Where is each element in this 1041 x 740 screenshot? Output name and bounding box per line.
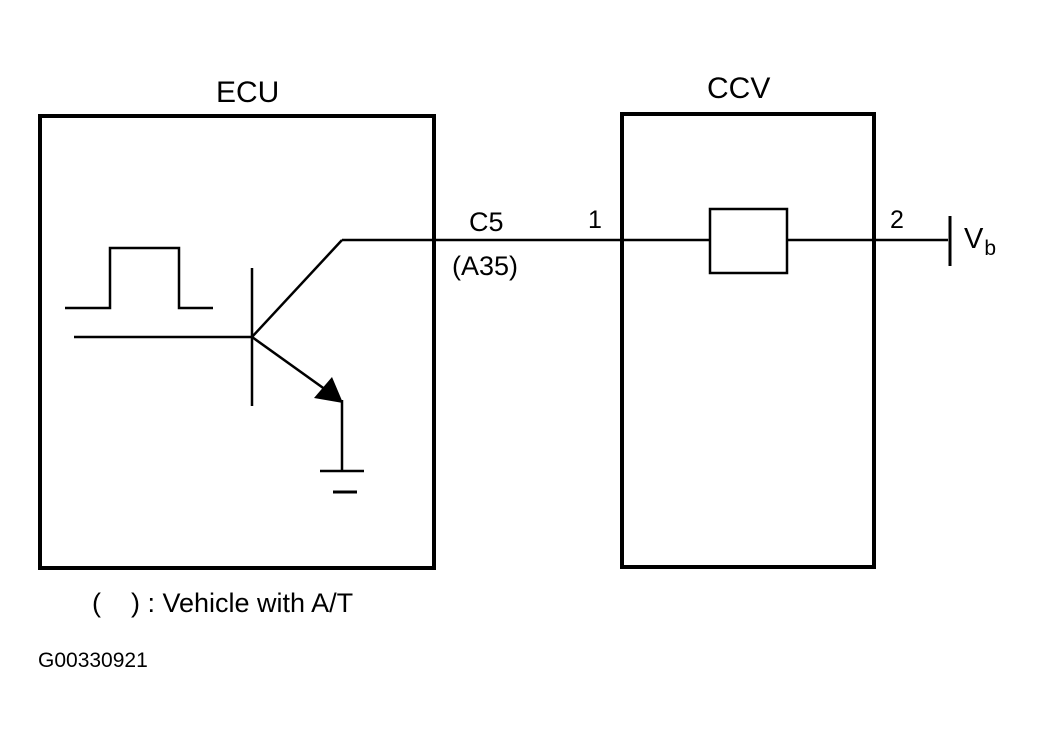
supply-label: Vb (964, 223, 996, 260)
pin-2-label: 2 (890, 206, 904, 234)
figure-id: G00330921 (38, 649, 148, 672)
pin-1-label: 1 (588, 206, 602, 234)
ecu-title: ECU (216, 76, 280, 109)
connector-alt-label: (A35) (452, 251, 519, 281)
ccv-title: CCV (707, 72, 771, 105)
ccv-box (620, 112, 876, 569)
connector-label: C5 (469, 207, 504, 237)
emitter-arrow-icon (314, 377, 343, 403)
supply-label-main: V (964, 223, 984, 255)
ccv-coil (708, 207, 789, 275)
transistor-collector (251, 239, 343, 338)
footnote: ( ) : Vehicle with A/T (92, 588, 354, 618)
ecu-box (38, 114, 436, 570)
pulse-signal-icon (65, 246, 213, 310)
supply-label-subscript: b (984, 237, 997, 260)
